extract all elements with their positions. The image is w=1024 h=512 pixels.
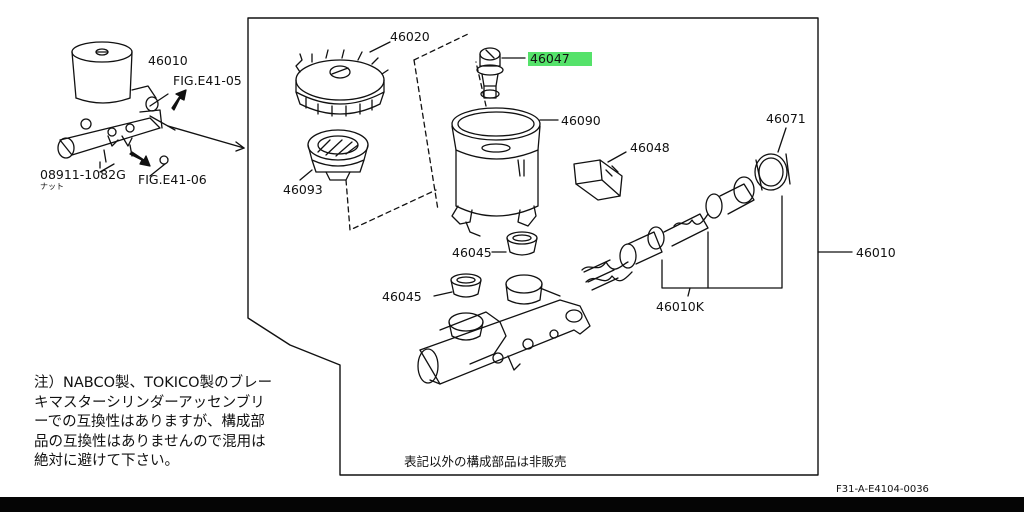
guide-dashed <box>413 33 469 61</box>
assembly-frame <box>247 17 819 476</box>
label-overview-46010: 46010 <box>148 53 188 68</box>
label-fig-ref-bottom[interactable]: FIG.E41-06 <box>138 172 207 187</box>
label-seal-upper-46045[interactable]: 46045 <box>452 245 492 260</box>
note-line: 品の互換性はありませんので混用は <box>34 433 266 450</box>
reservoir-46090 <box>451 107 541 237</box>
seal-lower-46045 <box>450 273 482 298</box>
seal-upper-46045 <box>506 231 538 256</box>
label-assembly-46010[interactable]: 46010 <box>856 245 896 260</box>
sensor-46048 <box>573 159 623 201</box>
piston-kit-46010K <box>581 176 755 291</box>
bolt-46047 <box>476 47 504 99</box>
figure-code: F31-A-E4104-0036 <box>836 484 929 495</box>
label-fig-ref-top[interactable]: FIG.E41-05 <box>173 73 242 88</box>
label-bolt-46047-highlighted[interactable]: 46047 <box>528 52 592 66</box>
label-seal-lower-46045[interactable]: 46045 <box>382 289 422 304</box>
note-line: キマスターシリンダーアッセンブリ <box>34 394 265 411</box>
label-reservoir-46090[interactable]: 46090 <box>561 113 601 128</box>
label-strainer-46093[interactable]: 46093 <box>283 182 323 197</box>
note-line: ーでの互換性はありますが、構成部 <box>34 414 265 431</box>
cap-46020 <box>295 49 389 117</box>
compatibility-note: 注）NABCO製、TOKICO製のブレー キマスターシリンダーアッセンブリ ーで… <box>34 374 324 472</box>
not-sold-footnote: 表記以外の構成部品は非販売 <box>404 454 567 469</box>
arrow-up-right-icon <box>171 89 187 111</box>
label-sensor-46048[interactable]: 46048 <box>630 140 670 155</box>
bottom-bar <box>0 497 1024 512</box>
overview-cylinder-icon <box>57 41 176 165</box>
overview-pointer <box>167 125 245 149</box>
strainer-46093 <box>307 129 369 181</box>
note-line: 絶対に避けて下さい。 <box>34 453 179 470</box>
label-kit-46010K[interactable]: 46010K <box>656 299 704 314</box>
kit-bracket <box>661 195 783 289</box>
label-cap-46020[interactable]: 46020 <box>390 29 430 44</box>
label-ring-46071[interactable]: 46071 <box>766 111 806 126</box>
label-nut-jp: ナット <box>40 182 64 191</box>
label-nut-part[interactable]: 08911-1082G <box>40 167 126 182</box>
arrow-down-right-icon <box>129 151 151 167</box>
note-line: 注）NABCO製、TOKICO製のブレー <box>34 375 273 391</box>
cylinder-body <box>417 274 591 385</box>
ring-46071 <box>754 153 791 191</box>
